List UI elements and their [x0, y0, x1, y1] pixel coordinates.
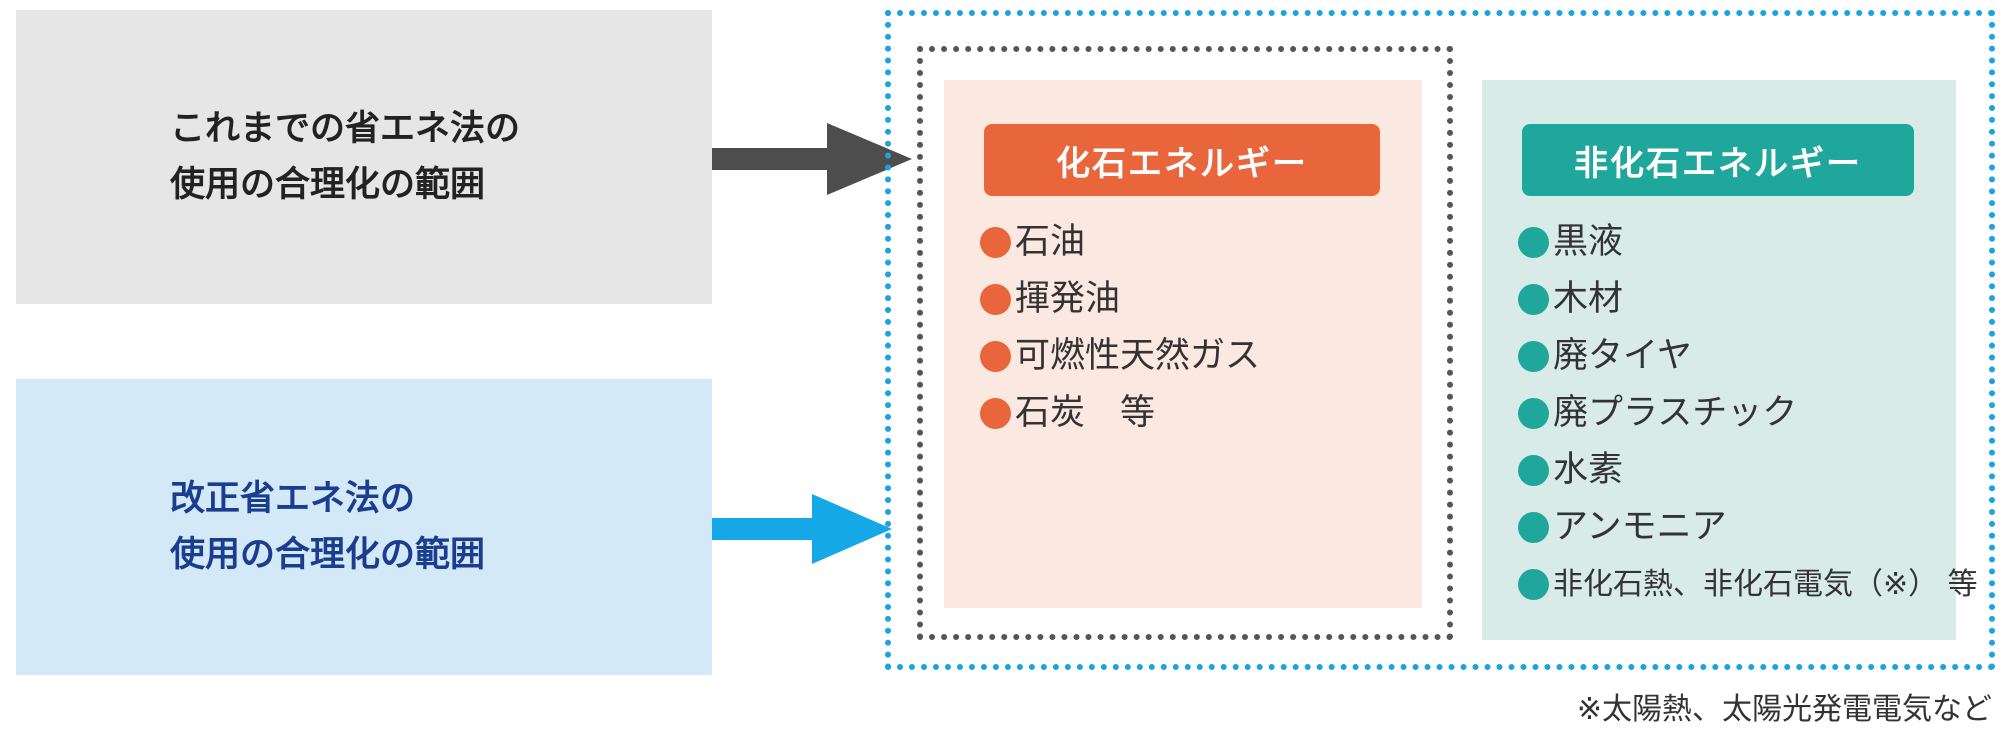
- revised-scope-arrow: [712, 494, 892, 564]
- bullet-dot-icon: [980, 398, 1011, 429]
- revised-scope-frame: [885, 10, 1995, 670]
- previous-law-scope-box: これまでの省エネ法の 使用の合理化の範囲: [16, 10, 712, 304]
- bullet-dot-icon: [1518, 455, 1549, 486]
- list-item: 可燃性天然ガス: [980, 328, 1260, 385]
- list-item: 木材: [1518, 271, 1978, 328]
- bullet-dot-icon: [1518, 341, 1549, 372]
- footnote: ※太陽熱、太陽光発電電気など: [1576, 692, 1992, 727]
- list-item: 石油: [980, 214, 1260, 271]
- list-item: 石炭 等: [980, 385, 1260, 442]
- revised-law-scope-line2: 使用の合理化の範囲: [170, 535, 486, 575]
- bullet-dot-icon: [1518, 512, 1549, 543]
- previous-scope-frame: [917, 46, 1453, 640]
- list-item: 水素: [1518, 442, 1978, 499]
- revised-law-scope-line1: 改正省エネ法の: [170, 479, 416, 519]
- previous-scope-arrow: [712, 123, 912, 195]
- bullet-dot-icon: [980, 284, 1011, 315]
- non-fossil-energy-list: 黒液 木材 廃タイヤ 廃プラスチック 水素 アンモニア 非化石熱、非化石電気（※…: [1518, 214, 1978, 613]
- list-item: 非化石熱、非化石電気（※） 等: [1518, 556, 1978, 613]
- list-item: 廃タイヤ: [1518, 328, 1978, 385]
- bullet-dot-icon: [1518, 284, 1549, 315]
- list-item: 揮発油: [980, 271, 1260, 328]
- list-item: 黒液: [1518, 214, 1978, 271]
- list-item: アンモニア: [1518, 499, 1978, 556]
- previous-law-scope-line1: これまでの省エネ法の: [170, 109, 521, 149]
- bullet-dot-icon: [1518, 398, 1549, 429]
- non-fossil-energy-title: 非化石エネルギー: [1522, 124, 1914, 196]
- bullet-dot-icon: [980, 341, 1011, 372]
- list-item: 廃プラスチック: [1518, 385, 1978, 442]
- fossil-energy-list: 石油 揮発油 可燃性天然ガス 石炭 等: [980, 214, 1260, 442]
- bullet-dot-icon: [1518, 569, 1549, 600]
- previous-law-scope-line2: 使用の合理化の範囲: [170, 165, 486, 205]
- bullet-dot-icon: [1518, 227, 1549, 258]
- bullet-dot-icon: [980, 227, 1011, 258]
- fossil-energy-title: 化石エネルギー: [984, 124, 1380, 196]
- revised-law-scope-box: 改正省エネ法の 使用の合理化の範囲: [16, 379, 712, 675]
